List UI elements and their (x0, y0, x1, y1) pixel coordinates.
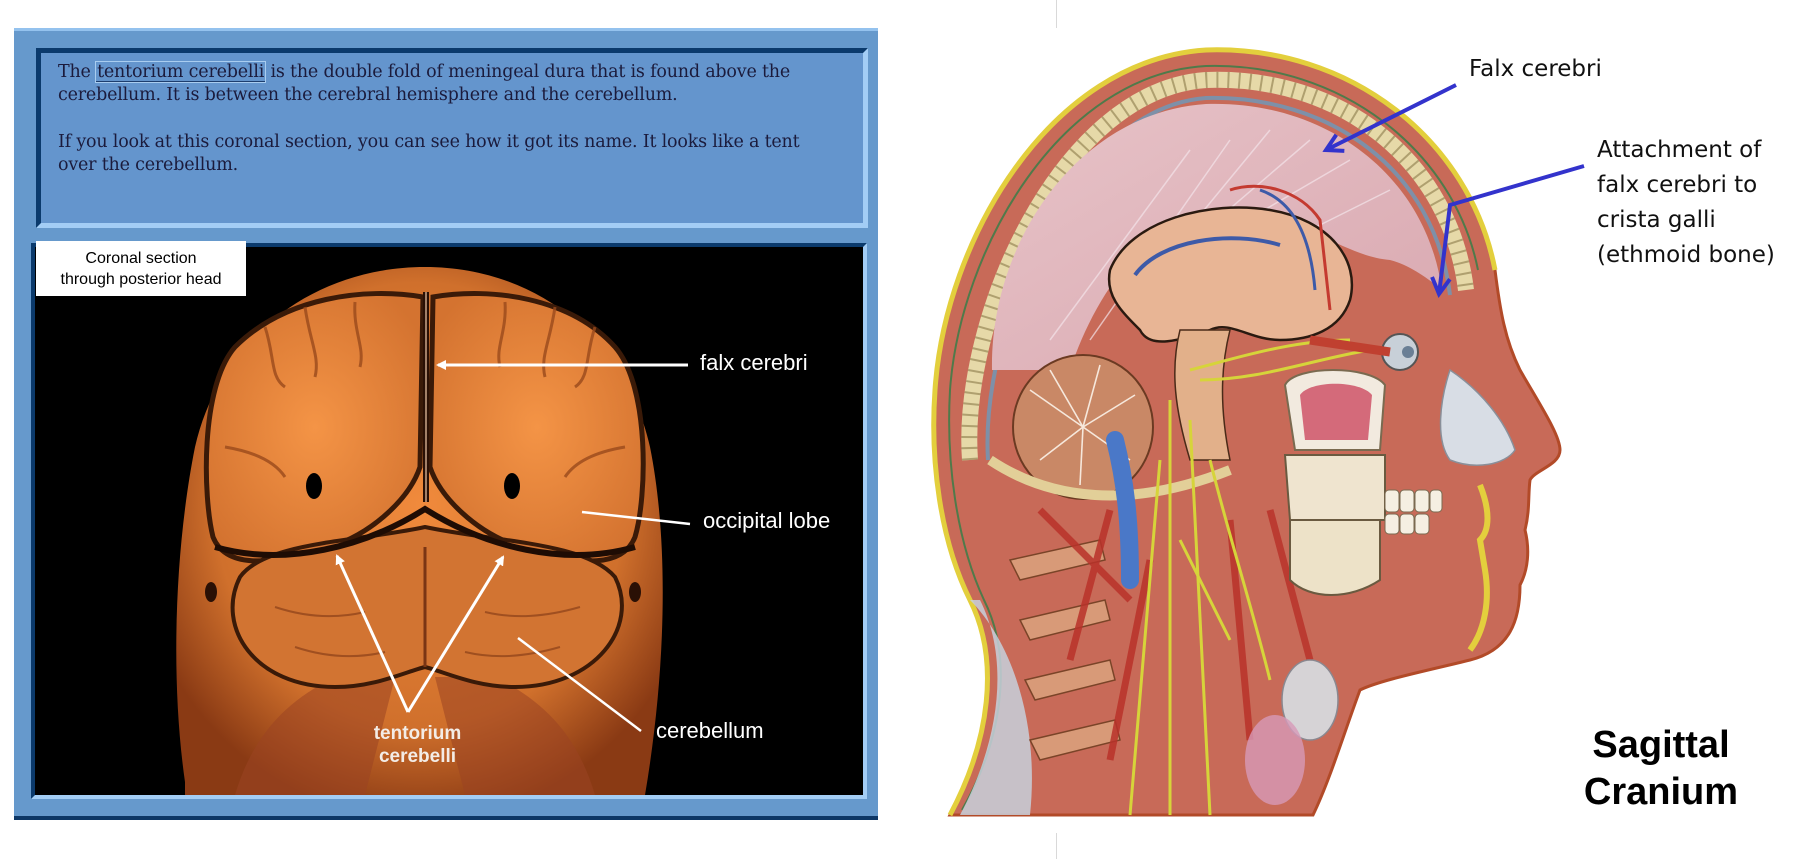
tentorium-cerebelli-link[interactable]: tentorium cerebelli (95, 61, 267, 83)
caption-line-1: Coronal section (85, 249, 197, 267)
title-line: Cranium (1583, 771, 1739, 813)
label-falx-cerebri-coronal: falx cerebri (700, 350, 808, 375)
sagittal-head-illustration (931, 47, 1562, 817)
title-line: Sagittal (1592, 724, 1730, 766)
text-segment: is the double fold of meningeal dura tha… (58, 62, 791, 105)
slide-divider-bottom (1056, 833, 1057, 859)
label-cerebellum: cerebellum (656, 718, 764, 743)
description-paragraph-1: The tentorium cerebelli is the double fo… (58, 61, 843, 107)
caption-line-2: through posterior head (60, 270, 222, 288)
description-box: The tentorium cerebelli is the double fo… (36, 48, 868, 228)
label-line: Attachment of (1597, 137, 1762, 163)
label-line: tentorium (373, 723, 462, 744)
label-line: falx cerebri to (1597, 172, 1758, 198)
text-segment: The (58, 62, 97, 82)
label-line: cerebelli (378, 746, 457, 767)
label-tentorium-cerebelli: tentorium cerebelli (365, 722, 470, 768)
coronal-caption: Coronal section through posterior head (36, 241, 246, 296)
label-occipital-lobe: occipital lobe (703, 508, 831, 533)
label-line: crista galli (1597, 207, 1716, 233)
description-paragraph-2: If you look at this coronal section, you… (58, 132, 800, 175)
label-falx-cerebri-sagittal: Falx cerebri (1469, 56, 1602, 82)
coronal-panel: The tentorium cerebelli is the double fo… (14, 28, 878, 820)
slide-divider-top (1056, 0, 1057, 28)
slide-title-sagittal-cranium: Sagittal Cranium (1556, 722, 1766, 816)
label-crista-galli-attachment: Attachment of falx cerebri to crista gal… (1597, 133, 1775, 273)
label-line: (ethmoid bone) (1597, 242, 1775, 268)
